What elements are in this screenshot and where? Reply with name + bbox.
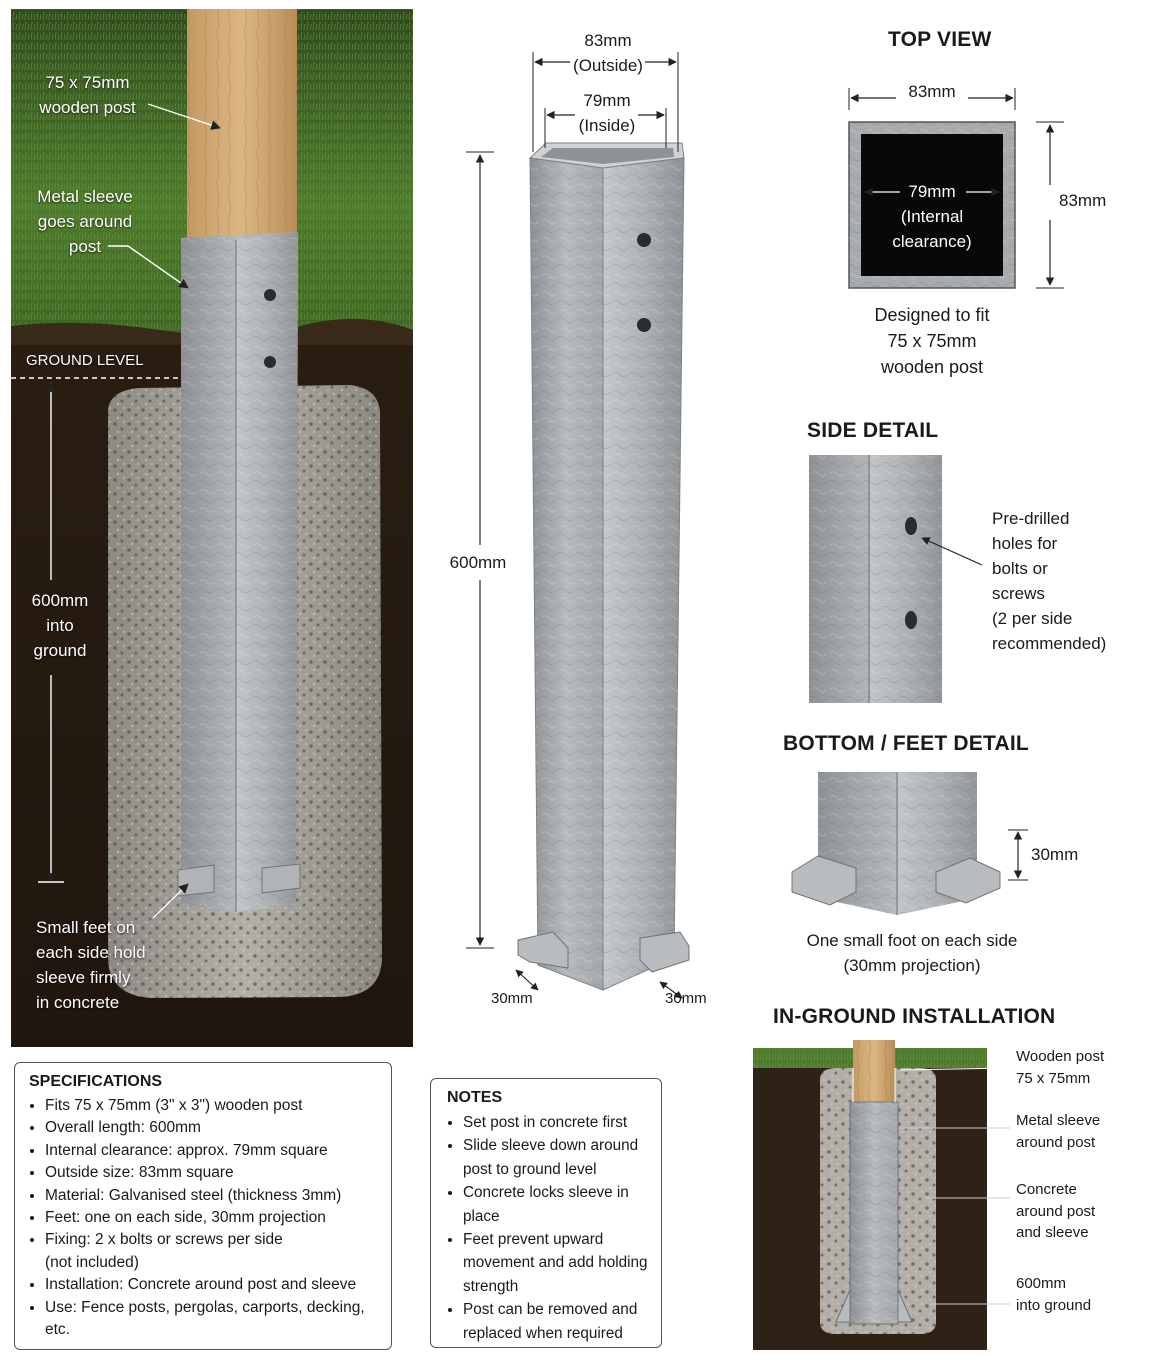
foot-right-dimension: 30mm [665,990,707,1007]
post-label: 75 x 75mm wooden post [20,70,155,120]
spec-item: Fits 75 x 75mm (3" x 3") wooden post [45,1095,379,1117]
sleeve-label-line: Metal sleeve [37,187,133,206]
internal-line: 79mm [908,182,956,201]
side-detail-drawing [809,455,983,703]
outside-dimension: 83mm (Outside) [558,28,658,78]
note-item: Slide sleeve down around post to ground … [463,1134,649,1181]
specifications-title: SPECIFICATIONS [29,1073,163,1090]
top-view-width: 83mm [908,82,956,101]
install-title: IN-GROUND INSTALLATION [773,1005,1056,1028]
note-item: Set post in concrete first [463,1111,649,1134]
top-view-drawing [848,88,1064,289]
caption-line: (30mm projection) [843,956,981,975]
note-item: Concrete locks sleeve in place [463,1181,649,1228]
install-label-concrete: Concrete around post and sleeve [1016,1179,1095,1244]
install-label-post: Wooden post 75 x 75mm [1016,1046,1104,1089]
install-label-line: Metal sleeve [1016,1112,1101,1129]
spec-item: Feet: one on each side, 30mm projection [45,1207,379,1229]
notes-box: NOTES Set post in concrete first Slide s… [430,1078,662,1348]
holes-note-line: bolts or [992,559,1048,578]
in-ground-drawing [753,1040,1011,1350]
ground-level-label: GROUND LEVEL [26,352,144,369]
internal-line: clearance) [892,232,972,251]
notes-list: Set post in concrete first Slide sleeve … [447,1111,649,1345]
bottom-detail-drawing [791,772,1028,915]
length-dimension: 600mm [438,550,518,575]
feet-label-line: each side hold [36,943,146,962]
install-label-line: around post [1016,1202,1096,1220]
feet-label-line: Small feet on [36,918,136,937]
depth-label-line: ground [33,641,87,660]
inside-dimension: 79mm (Inside) [557,88,657,138]
foot-left-dimension: 30mm [491,990,533,1007]
post-label-line: wooden post [39,98,136,117]
specifications-box: SPECIFICATIONS Fits 75 x 75mm (3" x 3") … [14,1062,392,1350]
notes-title: NOTES [447,1089,503,1106]
internal-line: (Internal [900,207,964,226]
spec-item: Overall length: 600mm [45,1117,379,1139]
spec-item: Internal clearance: approx. 79mm square [45,1140,379,1162]
install-label-line: around post [1016,1133,1096,1151]
feet-label-line: sleeve firmly [36,968,131,987]
bottom-detail-title: BOTTOM / FEET DETAIL [783,732,1029,755]
sleeve-label-line: goes around [37,212,133,231]
note-item: Post can be removed and replaced when re… [463,1298,649,1345]
specifications-list: Fits 75 x 75mm (3" x 3") wooden post Ove… [29,1095,379,1341]
post-label-line: 75 x 75mm [45,73,130,92]
feet-label: Small feet on each side hold sleeve firm… [36,915,146,1015]
depth-label-line: 600mm [31,591,89,610]
spec-item: Installation: Concrete around post and s… [45,1274,379,1296]
feet-label-line: in concrete [36,993,120,1012]
bottom-detail-caption: One small foot on each side (30mm projec… [790,928,1034,978]
spec-item: Use: Fence posts, pergolas, carports, de… [45,1297,379,1342]
inside-note: (Inside) [578,116,636,135]
caption-line: Designed to fit [874,305,990,325]
install-label-line: 600mm [1016,1275,1067,1292]
install-label-line: and sleeve [1016,1224,1089,1241]
holes-note: Pre-drilled holes for bolts or screws (2… [992,506,1106,656]
inside-value: 79mm [583,91,631,110]
holes-note-line: Pre-drilled [992,509,1070,528]
feet-height-dimension: 30mm [1031,845,1079,864]
note-item: Feet prevent upward movement and add hol… [463,1228,649,1298]
top-view-caption: Designed to fit 75 x 75mm wooden post [852,302,1012,380]
install-label-depth: 600mm into ground [1016,1273,1091,1316]
sleeve-label-line: post [68,237,102,256]
caption-line: 75 x 75mm [887,331,977,351]
side-detail-title: SIDE DETAIL [807,419,939,442]
install-label-line: 75 x 75mm [1016,1069,1091,1087]
depth-label-line: into [46,616,74,635]
caption-line: One small foot on each side [806,931,1018,950]
caption-line: wooden post [880,357,984,377]
spec-item: Outside size: 83mm square [45,1162,379,1184]
outside-note: (Outside) [573,56,643,75]
top-view-title: TOP VIEW [888,28,992,51]
depth-label: 600mm into ground [14,588,106,663]
holes-note-line: holes for [992,534,1058,553]
install-label-line: Wooden post [1016,1048,1105,1065]
holes-note-line: recommended) [992,634,1107,653]
install-label-sleeve: Metal sleeve around post [1016,1110,1100,1153]
holes-note-line: screws [992,584,1045,603]
spec-item: Material: Galvanised steel (thickness 3m… [45,1185,379,1207]
holes-note-line: (2 per side [992,609,1073,628]
top-view-height: 83mm [1059,191,1107,210]
spec-item: Fixing: 2 x bolts or screws per side (no… [45,1229,379,1274]
main-sleeve-drawing [466,52,690,999]
internal-clearance-label: 79mm (Internal clearance) [867,179,997,254]
install-label-line: into ground [1016,1296,1092,1314]
sleeve-label: Metal sleeve goes around post [20,184,150,259]
installation-scene [11,9,413,1047]
install-label-line: Concrete [1016,1181,1077,1198]
outside-value: 83mm [584,31,632,50]
